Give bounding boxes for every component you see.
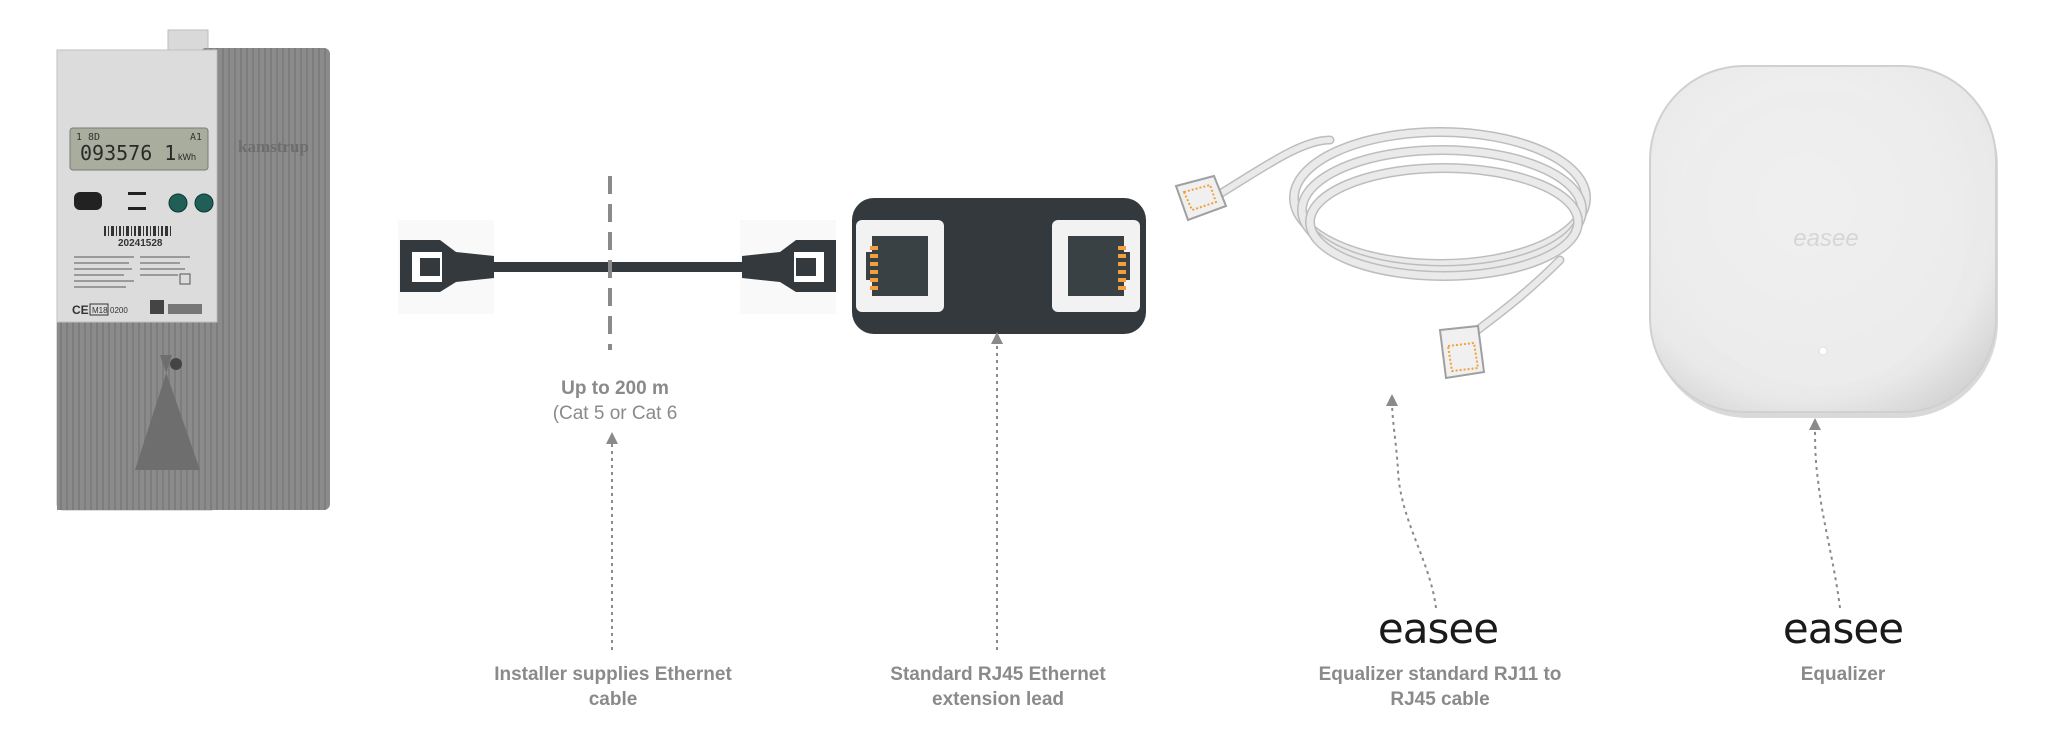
label-installer-line-2: cable [588, 689, 638, 710]
installer-ethernet-cable [398, 220, 836, 314]
label-rj11-cable: Equalizer standard RJ11 to RJ45 cable [1290, 662, 1590, 712]
rj45-plug-right [742, 240, 836, 292]
meter-lcd-unit: kWh [178, 152, 196, 162]
rj45-extension-coupler [852, 198, 1146, 334]
coupler-socket-right [1052, 220, 1140, 312]
cable-spec-label: Up to 200 m (Cat 5 or Cat 6 [500, 376, 730, 426]
cable-length-label: Up to 200 m [561, 378, 669, 399]
label-rj11-line-2: RJ45 cable [1390, 689, 1490, 710]
meter-lcd [69, 127, 209, 171]
meter-mark-code: M18 [92, 306, 108, 315]
meter-barcode [104, 226, 171, 236]
label-extension-line-1: Standard RJ45 Ethernet [890, 664, 1106, 685]
meter-lcd-mode: 1 8D [76, 132, 100, 143]
label-rj11-line-1: Equalizer standard RJ11 to [1318, 664, 1562, 685]
meter-button-right [194, 193, 214, 213]
meter-fine-print [74, 256, 190, 288]
equalizer-device-logo: easee [1793, 225, 1858, 252]
meter-qr [150, 300, 164, 314]
meter-lcd-phase: A1 [190, 132, 202, 143]
label-extension-lead: Standard RJ45 Ethernet extension lead [860, 662, 1136, 712]
equalizer-device: easee [1649, 65, 1998, 418]
meter-mark-number: 0200 [110, 306, 128, 315]
meter-lcd-value: 093576 1 [80, 141, 176, 165]
label-extension-line-2: extension lead [932, 689, 1064, 710]
label-equalizer: Equalizer [1720, 662, 1966, 687]
label-installer-cable: Installer supplies Ethernet cable [470, 662, 756, 712]
meter-button-left [168, 193, 188, 213]
meter-brand: kamstrup [238, 137, 309, 156]
label-equalizer-line-1: Equalizer [1800, 664, 1886, 685]
meter-serial: 20241528 [118, 238, 163, 249]
arrow-equalizer [1809, 418, 1841, 609]
equalizer-status-led [1818, 346, 1828, 356]
electricity-meter: kamstrup 1 8D A1 093576 1 kWh 20241528 [56, 29, 330, 511]
arrow-rj11-cable [1386, 394, 1437, 609]
cable-type-label: (Cat 5 or Cat 6 [552, 403, 678, 424]
label-installer-line-1: Installer supplies Ethernet [494, 664, 732, 685]
meter-ce-mark: CE [72, 303, 89, 317]
meter-optical-port [74, 192, 102, 210]
rj11-connector-end [1438, 324, 1486, 380]
rj45-connector-end [1174, 174, 1228, 222]
meter-terminal-cover [135, 355, 200, 470]
coupler-socket-left [856, 220, 944, 312]
rj11-to-rj45-cable [1205, 127, 1591, 341]
easee-logo-cable: easee [1378, 604, 1498, 653]
rj45-plug-left [400, 240, 494, 292]
easee-logo-equalizer: easee [1783, 604, 1903, 653]
